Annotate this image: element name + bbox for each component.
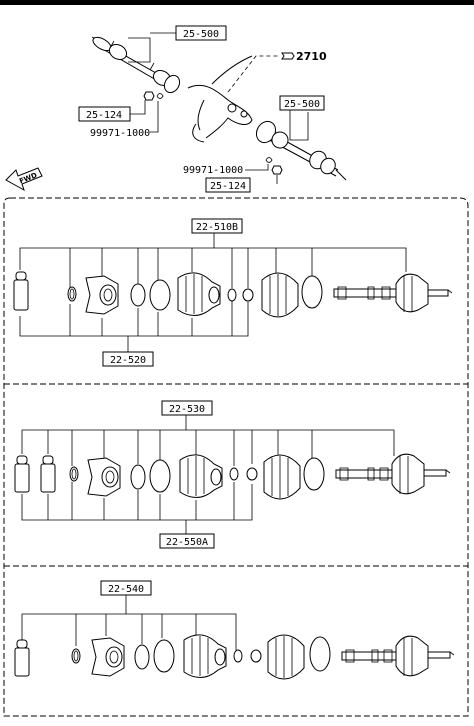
nut-left <box>143 91 155 101</box>
callout-22-510b: 22-510B <box>196 222 238 233</box>
clip <box>227 288 237 302</box>
ref-arrow-icon <box>281 52 295 60</box>
clip <box>233 649 243 663</box>
boot-band-large <box>303 457 325 491</box>
ref-2710-leader <box>227 55 280 93</box>
panel-3 <box>14 594 455 680</box>
cotter-pin-left <box>156 93 164 99</box>
boot-band-large <box>149 459 171 493</box>
steering-knuckle <box>187 55 253 143</box>
callout-22-520: 22-520 <box>110 355 146 366</box>
grease-tube <box>13 271 29 311</box>
callout-box-22-540 <box>100 580 152 596</box>
callout-99971-left: 99971-1000 <box>90 128 150 139</box>
callout-25-124-right: 25-124 <box>210 181 246 192</box>
boot-inner <box>263 454 301 500</box>
callout-box-22-550a <box>159 533 215 549</box>
clip <box>250 649 262 663</box>
snap-ring <box>130 283 146 307</box>
outer-cv-housing <box>87 457 121 497</box>
bracket-left <box>128 37 151 63</box>
callout-box-22-530 <box>161 400 213 416</box>
callout-25-124-left: 25-124 <box>86 110 122 121</box>
callout-box-22-520 <box>102 351 154 367</box>
boot-outer <box>177 272 221 316</box>
clip <box>246 467 258 481</box>
boot-band-large <box>153 639 175 673</box>
boot-outer <box>179 454 223 498</box>
drive-shaft <box>335 453 451 495</box>
left-drive-shaft <box>91 36 181 94</box>
boot-band-small <box>71 648 81 664</box>
callout-box-25-124-right <box>205 177 251 193</box>
snap-ring <box>130 464 146 490</box>
callout-22-550a: 22-550A <box>166 537 208 548</box>
snap-ring <box>134 644 150 670</box>
panel-1 <box>13 232 453 352</box>
clip <box>242 288 254 302</box>
grease-tube <box>40 455 56 493</box>
grease-tube <box>14 639 30 677</box>
grease-tube <box>14 455 30 493</box>
top-overview <box>91 32 347 184</box>
outer-cv-housing <box>91 637 125 677</box>
right-drive-shaft <box>255 120 347 181</box>
boot-band-large <box>309 636 331 672</box>
callout-25-500-left: 25-500 <box>183 29 219 40</box>
ref-2710-label: 2710 <box>296 50 327 63</box>
panel-2 <box>14 414 451 534</box>
nut-right <box>271 165 283 175</box>
callout-22-530: 22-530 <box>169 404 205 415</box>
callout-25-500-right: 25-500 <box>284 99 320 110</box>
drive-shaft <box>333 273 453 313</box>
callout-box-25-500-left <box>175 25 227 41</box>
callout-box-25-124-left <box>78 106 131 122</box>
boot-outer <box>183 634 227 678</box>
top-border <box>0 0 474 5</box>
bracket-right <box>289 110 309 141</box>
boot-band-large <box>301 275 323 309</box>
outer-cv-housing <box>85 275 119 315</box>
clip <box>229 467 239 481</box>
boot-band-large <box>149 279 171 311</box>
boot-inner <box>261 272 299 318</box>
fwd-arrow-icon: FWD <box>5 167 43 192</box>
fwd-label: FWD <box>18 171 38 185</box>
callout-99971-right: 99971-1000 <box>183 165 243 176</box>
boot-band-small <box>69 466 79 482</box>
callout-box-25-500-right <box>279 95 325 111</box>
callout-box-22-510b <box>191 218 243 234</box>
cotter-pin-right <box>265 157 273 163</box>
boot-band-small <box>67 286 77 302</box>
kit-panels-frame <box>3 197 469 717</box>
drive-shaft <box>341 635 455 677</box>
boot-inner <box>267 634 305 680</box>
callout-22-540: 22-540 <box>108 584 144 595</box>
